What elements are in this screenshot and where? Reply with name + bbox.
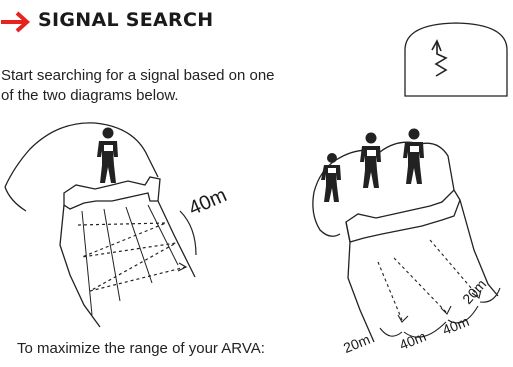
grid-search-diagram bbox=[4, 122, 197, 328]
section-title: SIGNAL SEARCH bbox=[38, 9, 214, 31]
parallel-search-diagram bbox=[312, 128, 501, 343]
range-instruction: To maximize the range of your ARVA: bbox=[17, 340, 265, 357]
intro-line-2: of the two diagrams below. bbox=[1, 87, 179, 104]
avalanche-slope-outline bbox=[4, 122, 159, 188]
arrow-right-icon bbox=[1, 11, 30, 33]
rescuer-figure bbox=[97, 127, 118, 183]
intro-line-1: Start searching for a signal based on on… bbox=[1, 67, 275, 84]
rescuer-figure bbox=[360, 132, 381, 188]
rescuer-figure bbox=[403, 128, 424, 184]
signal-wave-icon bbox=[404, 22, 508, 97]
rescuer-figure bbox=[321, 153, 341, 202]
intro-text: Start searching for a signal based on on… bbox=[1, 66, 331, 106]
